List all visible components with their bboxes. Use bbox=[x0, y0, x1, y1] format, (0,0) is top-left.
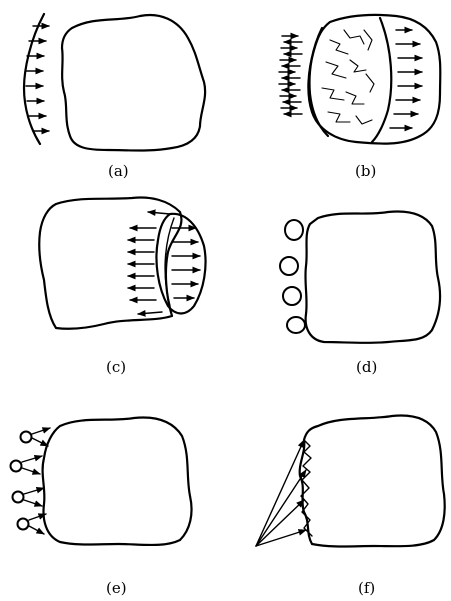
pebble bbox=[283, 287, 301, 305]
pebbles bbox=[280, 220, 305, 333]
pebble bbox=[21, 432, 32, 443]
stone-outline bbox=[305, 212, 440, 343]
stone-outline bbox=[62, 15, 205, 151]
stone-outline bbox=[39, 198, 181, 329]
incoming-arrows bbox=[279, 36, 298, 108]
exit-arrows bbox=[390, 30, 422, 128]
panel-label: (b) bbox=[355, 162, 376, 180]
panel-c: (c) bbox=[39, 198, 205, 376]
pebble bbox=[13, 492, 24, 503]
pebble bbox=[11, 461, 22, 472]
panel-d: (d) bbox=[280, 212, 440, 376]
stone-outline bbox=[300, 416, 445, 547]
reflected-arrows bbox=[282, 42, 302, 114]
panel-label: (a) bbox=[108, 162, 129, 180]
panel-a: (a) bbox=[24, 14, 205, 180]
stone-outline bbox=[308, 15, 440, 144]
crack-lines bbox=[322, 30, 374, 124]
impact-arrows bbox=[22, 428, 50, 534]
impact-arrows bbox=[26, 26, 49, 131]
panel-label: (d) bbox=[356, 358, 377, 376]
panel-f: (f) bbox=[256, 416, 445, 597]
stone-outline bbox=[43, 418, 192, 545]
panel-e: (e) bbox=[11, 418, 192, 597]
pebble bbox=[280, 257, 298, 275]
front-curve bbox=[24, 14, 44, 144]
panel-b: (b) bbox=[279, 15, 440, 180]
panel-label: (e) bbox=[106, 579, 127, 597]
pebble bbox=[287, 317, 305, 333]
pebbles bbox=[11, 432, 32, 530]
spall-back-curve bbox=[372, 18, 391, 142]
pebble bbox=[18, 519, 29, 530]
spall-front-curve bbox=[310, 28, 329, 136]
pebble bbox=[285, 220, 303, 240]
panel-label: (c) bbox=[106, 358, 126, 376]
panel-label: (f) bbox=[358, 579, 375, 597]
impact-arrows bbox=[256, 440, 306, 546]
